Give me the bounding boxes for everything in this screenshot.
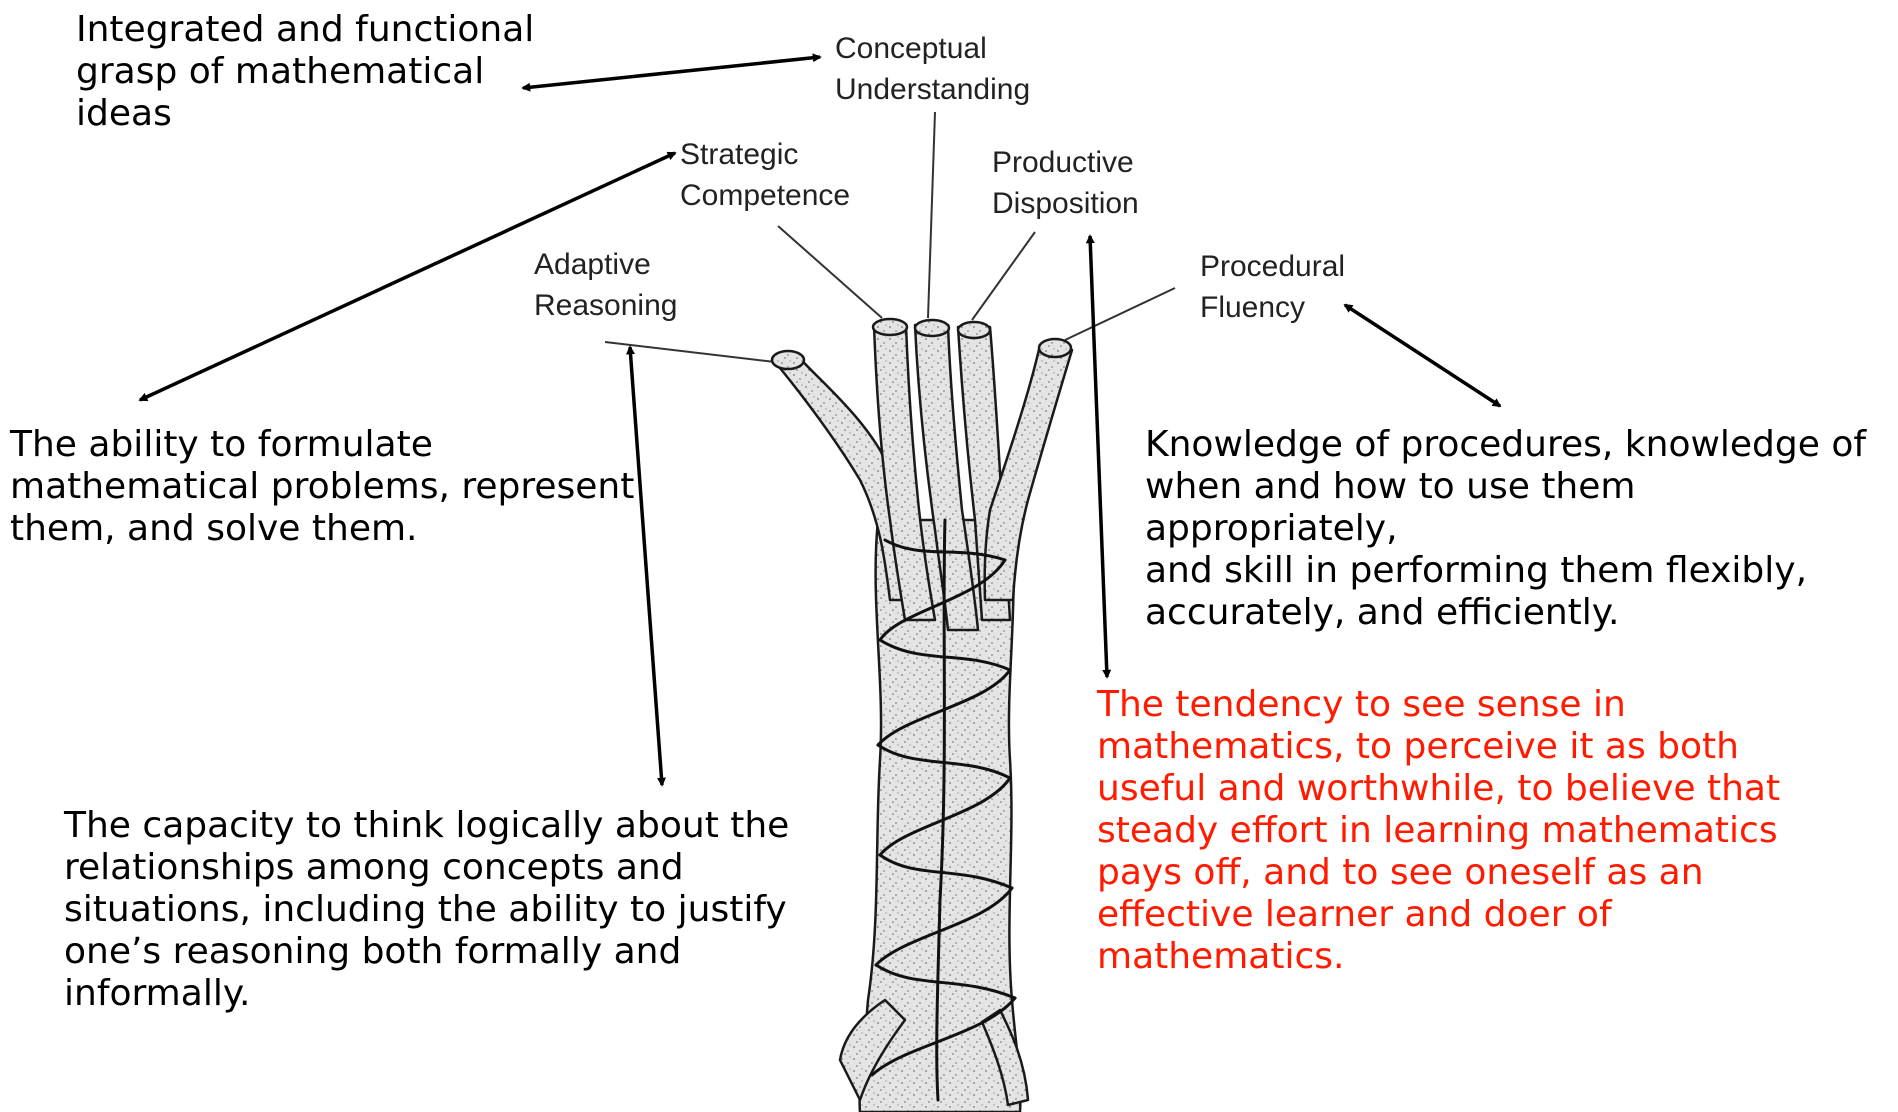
rope-strand-strategic — [872, 323, 937, 622]
rope-end-conceptual — [913, 318, 951, 338]
rope-end-adaptive — [770, 349, 806, 371]
rope — [770, 317, 1074, 1112]
arrow-productive — [1085, 234, 1112, 679]
leader-line-productive — [971, 231, 1036, 321]
description-productive: The tendency to see sense in mathematics… — [1097, 684, 1781, 977]
arrow-procedural — [1343, 303, 1502, 408]
arrow-adaptive — [626, 345, 666, 787]
leader-line-procedural — [1064, 287, 1176, 341]
arrow-conceptual — [521, 53, 822, 92]
strand-label-strategic: Strategic Competence — [680, 138, 851, 212]
rope-strand-procedural — [983, 343, 1074, 602]
description-procedural: Knowledge of procedures, knowledge of wh… — [1145, 424, 1867, 633]
arrows — [138, 53, 1502, 787]
rope-braid-body — [858, 518, 1022, 1112]
leader-line-conceptual — [927, 111, 936, 319]
strand-label-adaptive: Adaptive Reasoning — [534, 248, 678, 322]
strand-label-productive: Productive Disposition — [992, 146, 1139, 220]
description-strategic: The ability to formulate mathematical pr… — [10, 424, 635, 549]
arrow-strategic — [138, 151, 677, 402]
rope-end-procedural — [1037, 337, 1073, 359]
rope-bottom-end-left — [838, 998, 907, 1102]
rope-end-productive — [956, 320, 992, 340]
leader-line-strategic — [777, 225, 883, 319]
description-adaptive: The capacity to think logically about th… — [64, 805, 790, 1014]
rope-end-strategic — [871, 317, 909, 337]
description-conceptual: Integrated and functional grasp of mathe… — [76, 9, 535, 134]
rope-bottom-end-right — [980, 1008, 1030, 1107]
strand-label-conceptual: Conceptual Understanding — [835, 32, 1031, 106]
braid-creases — [870, 518, 1017, 1102]
strand-label-procedural: Procedural Fluency — [1200, 250, 1346, 324]
